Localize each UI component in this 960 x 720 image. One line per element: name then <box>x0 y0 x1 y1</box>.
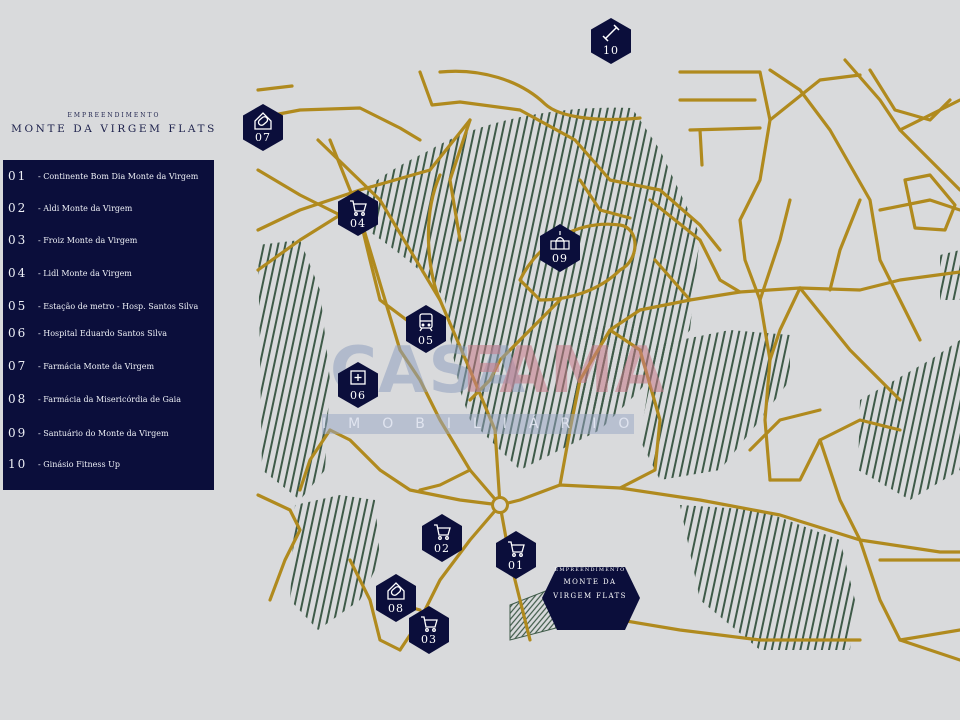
marker-number: 08 <box>388 602 404 615</box>
marker-06[interactable]: 06 <box>336 361 380 409</box>
legend-item-05[interactable]: 05 - Estação de metro - Hosp. Santos Sil… <box>8 296 198 316</box>
marker-number: 10 <box>603 44 619 57</box>
shopping-cart-icon <box>350 200 367 216</box>
sanctuary-church-icon <box>550 231 570 250</box>
metro-train-icon <box>419 313 433 332</box>
legend-num: 08 <box>8 392 28 406</box>
project-header: EMPREENDIMENTO MONTE DA VIRGEM FLATS <box>0 112 228 135</box>
marker-number: 01 <box>508 559 524 572</box>
pharmacy-pill-icon <box>254 112 272 130</box>
marker-07[interactable]: 07 <box>241 103 285 152</box>
marker-09[interactable]: 09 <box>538 223 582 273</box>
marker-01[interactable]: 01 <box>494 530 538 580</box>
legend-item-04[interactable]: 04 - Lidl Monte da Virgem <box>8 263 132 283</box>
marker-02[interactable]: 02 <box>420 513 464 563</box>
legend-num: 04 <box>8 266 28 280</box>
development-title-line2: VIRGEM FLATS <box>553 592 627 600</box>
legend-item-02[interactable]: 02 - Aldi Monte da Virgem <box>8 198 132 218</box>
legend-label: - Farmácia da Misericórdia de Gaia <box>38 394 181 404</box>
legend-label: - Froiz Monte da Virgem <box>38 235 138 245</box>
marker-number: 06 <box>350 389 366 402</box>
legend-num: 03 <box>8 233 28 247</box>
marker-number: 09 <box>552 252 568 265</box>
shopping-cart-icon <box>434 524 451 540</box>
marker-10[interactable]: 10 <box>589 17 633 65</box>
legend-item-01[interactable]: 01 - Continente Bom Dia Monte da Virgem <box>8 166 198 186</box>
green-area-east-edge <box>940 250 960 300</box>
legend-label: - Hospital Eduardo Santos Silva <box>38 328 168 338</box>
legend-item-08[interactable]: 08 - Farmácia da Misericórdia de Gaia <box>8 389 181 409</box>
marker-number: 05 <box>418 334 434 347</box>
marker-08[interactable]: 08 <box>374 573 418 623</box>
legend-label: - Farmácia Monte da Virgem <box>38 361 155 371</box>
legend-item-09[interactable]: 09 - Santuário do Monte da Virgem <box>8 423 169 443</box>
marker-number: 07 <box>255 131 271 144</box>
legend-label: - Continente Bom Dia Monte da Virgem <box>38 171 199 181</box>
development-title-line1: MONTE DA <box>563 578 617 586</box>
development-hexagon[interactable] <box>542 567 640 630</box>
green-area-southeast <box>680 505 855 650</box>
marker-03[interactable]: 03 <box>407 605 451 655</box>
legend-item-10[interactable]: 10 - Ginásio Fitness Up <box>8 454 120 474</box>
marker-05[interactable]: 05 <box>404 304 448 354</box>
legend-item-03[interactable]: 03 - Froiz Monte da Virgem <box>8 230 137 250</box>
green-area-east <box>640 330 790 480</box>
shopping-cart-icon <box>421 616 438 632</box>
development-label[interactable]: EMPREENDIMENTO MONTE DA VIRGEM FLATS <box>540 567 640 601</box>
legend-num: 05 <box>8 299 28 313</box>
legend-num: 07 <box>8 359 28 373</box>
legend-num: 02 <box>8 201 28 215</box>
green-area-southwest <box>290 495 380 630</box>
legend-num: 10 <box>8 457 28 471</box>
legend-num: 06 <box>8 326 28 340</box>
green-area-west <box>258 240 330 500</box>
green-area-far-east <box>858 340 960 500</box>
legend-item-06[interactable]: 06 - Hospital Eduardo Santos Silva <box>8 323 167 343</box>
development-subtitle: EMPREENDIMENTO <box>554 567 626 573</box>
legend-label: - Aldi Monte da Virgem <box>38 203 133 213</box>
legend-item-07[interactable]: 07 - Farmácia Monte da Virgem <box>8 356 154 376</box>
hospital-cross-icon <box>350 370 366 385</box>
marker-number: 03 <box>421 633 437 646</box>
pharmacy-pill-icon <box>387 582 405 600</box>
legend-num: 09 <box>8 426 28 440</box>
marker-04[interactable]: 04 <box>336 189 380 237</box>
project-subtitle: EMPREENDIMENTO <box>67 112 161 119</box>
legend-label: - Ginásio Fitness Up <box>38 459 120 469</box>
legend-label: - Lidl Monte da Virgem <box>38 268 132 278</box>
gym-dumbbell-icon <box>602 24 620 42</box>
project-title: MONTE DA VIRGEM FLATS <box>11 123 217 135</box>
green-area-central <box>570 320 640 410</box>
legend-label: - Santuário do Monte da Virgem <box>38 428 169 438</box>
marker-number: 02 <box>434 542 450 555</box>
legend-num: 01 <box>8 169 28 183</box>
legend-panel: 01 - Continente Bom Dia Monte da Virgem … <box>3 160 214 490</box>
legend-label: - Estação de metro - Hosp. Santos Silva <box>38 301 199 311</box>
marker-number: 04 <box>350 217 366 230</box>
shopping-cart-icon <box>508 541 525 557</box>
roundabout <box>491 496 509 514</box>
